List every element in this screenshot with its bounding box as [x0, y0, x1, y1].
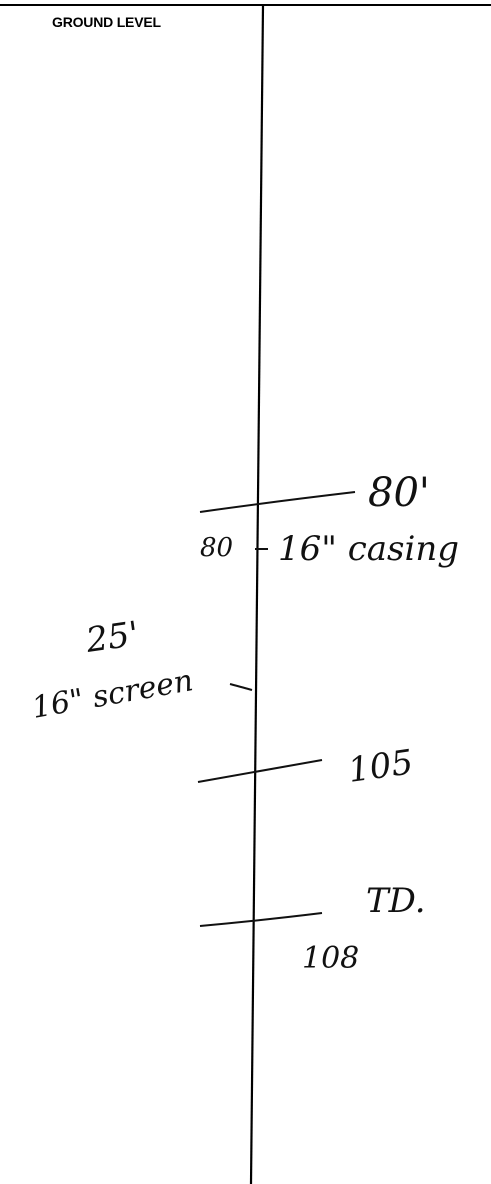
ground-level-label: GROUND LEVEL	[52, 14, 161, 30]
depth-td-marker	[199, 912, 323, 927]
screen-label: 16" screen	[29, 663, 195, 726]
td-depth-label: 108	[302, 941, 359, 976]
casing-label: 16" casing	[278, 529, 459, 569]
casing-depth-label: 80	[200, 533, 233, 563]
screen-tick	[229, 683, 253, 691]
td-label: TD.	[366, 881, 426, 921]
screen-length-label: 25'	[83, 614, 142, 661]
depth-105-marker	[197, 759, 323, 783]
depth-80-marker	[199, 491, 356, 513]
well-bore-line	[249, 4, 265, 1184]
depth-top-label: 80'	[368, 470, 430, 516]
screen-bottom-label: 105	[346, 742, 416, 791]
